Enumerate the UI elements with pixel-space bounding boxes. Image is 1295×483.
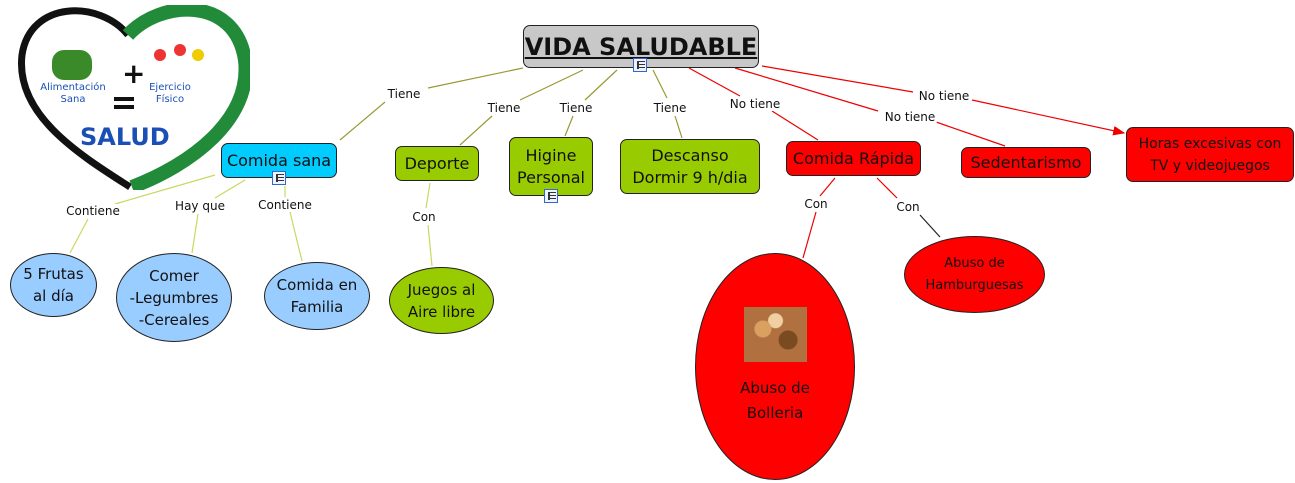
concept-5-frutas[interactable]: 5 Frutas al día — [10, 253, 97, 317]
concept-comida-rapida[interactable]: Comida Rápida — [786, 141, 921, 176]
link-label-contiene[interactable]: Contiene — [65, 204, 121, 218]
link-label-tiene[interactable]: Tiene — [652, 101, 688, 115]
document-icon[interactable] — [633, 58, 647, 72]
connector — [688, 67, 741, 97]
concept-descanso[interactable]: Descanso Dormir 9 h/dia — [620, 139, 760, 194]
connector — [734, 67, 879, 112]
concept-higiene-personal[interactable]: Higine Personal — [509, 137, 593, 196]
svg-text:+: + — [122, 57, 145, 90]
link-label-tiene[interactable]: Tiene — [486, 101, 522, 115]
connector — [584, 69, 618, 101]
image-icon[interactable] — [272, 171, 286, 185]
connector — [191, 213, 199, 254]
connector — [289, 211, 303, 262]
link-label-contiene[interactable]: Contiene — [257, 198, 313, 212]
connector — [761, 65, 914, 93]
connector — [459, 115, 493, 146]
connector — [427, 67, 524, 89]
concept-deporte[interactable]: Deporte — [395, 146, 479, 181]
link-label-con[interactable]: Con — [803, 197, 829, 211]
connector — [802, 211, 817, 259]
connector — [425, 182, 431, 209]
link-label-no-tiene[interactable]: No tiene — [728, 97, 782, 111]
concept-comer-legumbres[interactable]: Comer -Legumbres -Cereales — [116, 253, 232, 342]
concept-abuso-bolleria[interactable]: Abuso de Bolleria — [695, 253, 855, 480]
connector — [69, 218, 89, 254]
bolleria-image — [743, 307, 807, 362]
connector — [519, 69, 584, 101]
logo-text-right: Ejercicio Físico — [149, 82, 191, 105]
concept-horas-excesivas[interactable]: Horas excesivas con TV y videojuegos — [1126, 127, 1294, 182]
link-label-hay-que[interactable]: Hay que — [174, 199, 226, 213]
connector — [919, 214, 941, 238]
heart-icon: + — [18, 2, 253, 194]
link-label-no-tiene[interactable]: No tiene — [883, 110, 937, 124]
connector — [674, 115, 683, 139]
connector — [876, 177, 898, 199]
link-label-con[interactable]: Con — [411, 210, 437, 224]
link-label-no-tiene[interactable]: No tiene — [917, 89, 971, 103]
connector — [819, 177, 836, 197]
logo-heart: + Alimentación Sana Ejercicio Físico SAL… — [10, 2, 253, 194]
connector — [652, 69, 668, 99]
link-label-con[interactable]: Con — [895, 200, 921, 214]
logo-text-bottom: SALUD — [80, 123, 170, 151]
logo-text-left: Alimentación Sana — [40, 82, 106, 105]
connector — [564, 115, 574, 137]
concept-sedentarismo[interactable]: Sedentarismo — [961, 147, 1091, 178]
connector — [427, 224, 433, 267]
link-label-tiene[interactable]: Tiene — [558, 101, 594, 115]
connector — [114, 174, 216, 205]
document-icon[interactable] — [544, 189, 558, 203]
connector — [771, 110, 819, 141]
link-label-tiene[interactable]: Tiene — [386, 87, 422, 101]
arrow-connector — [971, 99, 1126, 136]
bolleria-label: Abuso de Bolleria — [740, 379, 810, 422]
connector — [214, 179, 246, 199]
root-label: VIDA SALUDABLE — [524, 32, 758, 61]
concept-abuso-hamburguesas[interactable]: Abuso de Hamburguesas — [904, 236, 1045, 313]
connector — [935, 121, 1006, 147]
concept-juegos-aire-libre[interactable]: Juegos al Aire libre — [389, 267, 494, 334]
concept-comida-en-familia[interactable]: Comida en Familia — [264, 262, 370, 330]
connector — [339, 101, 386, 141]
